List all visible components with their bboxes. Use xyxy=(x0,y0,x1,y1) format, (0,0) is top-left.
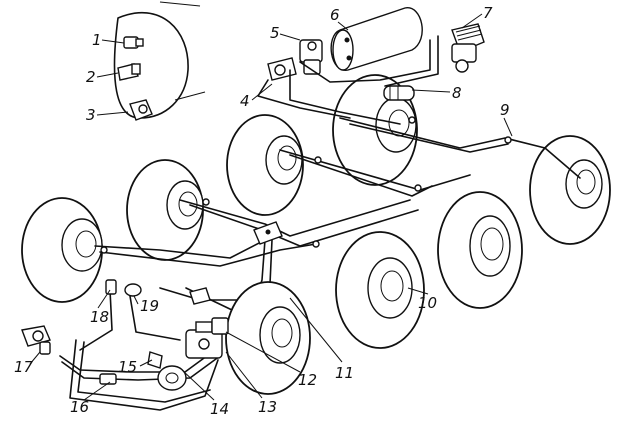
leader-line-19 xyxy=(133,295,139,305)
leader-line-14 xyxy=(181,369,215,401)
leader-line-3 xyxy=(96,111,129,116)
cock-fitting xyxy=(129,99,153,121)
callout-label-17: 17 xyxy=(14,358,34,376)
callout-label-16: 16 xyxy=(70,398,89,416)
wheel-middle-right xyxy=(335,231,425,349)
callout-label-1: 1 xyxy=(92,31,102,49)
leader-line-18 xyxy=(97,289,111,309)
callout-label-2: 2 xyxy=(86,68,96,86)
callout-label-4: 4 xyxy=(240,92,250,110)
wheel-rear-right-outer xyxy=(437,191,523,309)
coupling-head xyxy=(21,325,51,355)
disconnect-valve xyxy=(99,373,117,385)
inset-reservoir xyxy=(113,1,206,121)
callout-label-15: 15 xyxy=(118,358,137,376)
air-reservoir xyxy=(330,7,423,71)
wheel-front-left-far xyxy=(126,159,204,261)
callout-label-7: 7 xyxy=(483,4,493,22)
callout-label-8: 8 xyxy=(452,84,462,102)
compressor xyxy=(451,23,485,73)
brake-pedal-assembly xyxy=(147,351,187,391)
leader-line-17 xyxy=(29,351,41,365)
leader-line-15 xyxy=(139,359,153,367)
callout-label-9: 9 xyxy=(500,101,510,119)
leader-line-5 xyxy=(279,33,301,41)
callout-label-11: 11 xyxy=(335,364,354,382)
leader-line-8 xyxy=(411,89,451,93)
wheel-front-left xyxy=(21,197,103,303)
leader-line-11 xyxy=(289,297,343,363)
leader-line-12 xyxy=(225,331,301,373)
wheel-front-right-far xyxy=(529,135,611,245)
safety-valve-fitting xyxy=(117,63,141,81)
leader-line-13 xyxy=(225,351,263,399)
callout-label-19: 19 xyxy=(140,297,159,315)
callout-label-10: 10 xyxy=(418,294,437,312)
leader-line-2 xyxy=(96,72,119,78)
callout-label-14: 14 xyxy=(210,400,229,418)
pressure-regulator xyxy=(267,39,323,81)
brake-valve-unit xyxy=(185,317,229,359)
brake-chamber-rear xyxy=(383,85,415,101)
leader-line-1 xyxy=(101,39,125,44)
callout-label-5: 5 xyxy=(270,24,280,42)
drain-valve-fitting xyxy=(123,36,144,49)
callout-label-6: 6 xyxy=(330,6,340,24)
pressure-gauge xyxy=(105,279,211,305)
leader-line-16 xyxy=(83,381,111,401)
air-lines xyxy=(59,35,581,411)
leader-line-4 xyxy=(251,83,273,101)
leader-line-6 xyxy=(337,21,349,31)
callout-label-12: 12 xyxy=(298,371,317,389)
callout-label-3: 3 xyxy=(86,106,96,124)
callout-label-18: 18 xyxy=(90,308,109,326)
leader-line-9 xyxy=(503,117,513,137)
frame-bracket xyxy=(253,221,283,245)
leader-line-7 xyxy=(461,13,483,29)
callout-label-13: 13 xyxy=(258,398,277,416)
leader-line-10 xyxy=(407,287,429,295)
wheel-rear-left-far xyxy=(226,114,304,216)
